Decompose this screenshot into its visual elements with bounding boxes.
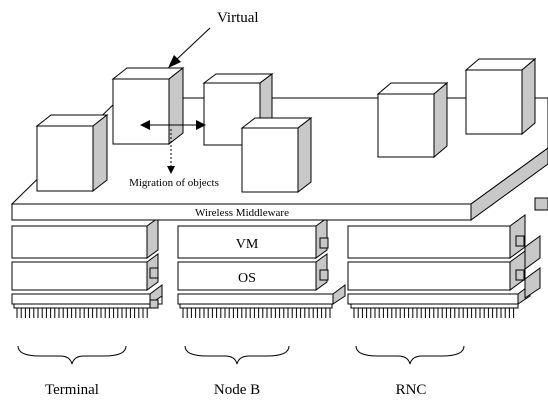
- rnc-label: RNC: [396, 382, 427, 398]
- virtual-label: Virtual: [217, 10, 259, 26]
- rnc-vm-layer: [347, 225, 511, 259]
- terminal-label: Terminal: [45, 382, 99, 398]
- nodeb-brace: [184, 345, 290, 365]
- object-cube-1: [35, 113, 109, 193]
- migration-arrows: [140, 120, 206, 174]
- object-cube-virtual: [111, 66, 185, 146]
- terminal-brace: [17, 345, 127, 365]
- object-cube-4: [240, 116, 313, 194]
- nodeb-label: Node B: [214, 382, 260, 398]
- nodeb-vm-label: VM: [236, 237, 259, 252]
- nodeb-hardware-pins: [179, 303, 333, 318]
- nodeb-stack: OS VM: [177, 217, 346, 305]
- terminal-stack: [11, 217, 163, 305]
- terminal-vm-layer: [11, 225, 148, 259]
- rnc-brace: [355, 345, 465, 365]
- terminal-os-layer: [11, 261, 148, 291]
- nodeb-vm-layer: [177, 225, 317, 259]
- connector-tabs: [149, 235, 525, 309]
- migration-label: Migration of objects: [129, 177, 219, 189]
- middleware-label: Wireless Middleware: [195, 207, 289, 219]
- nodeb-os-layer: [177, 261, 317, 291]
- terminal-hardware-pins: [13, 303, 151, 318]
- object-cube-6: [464, 57, 537, 136]
- nodeb-os-label: OS: [238, 271, 256, 286]
- virtual-arrow: [168, 27, 211, 68]
- object-cube-5: [376, 81, 449, 159]
- rnc-os-layer: [347, 261, 511, 291]
- rnc-hardware-pins: [350, 303, 519, 318]
